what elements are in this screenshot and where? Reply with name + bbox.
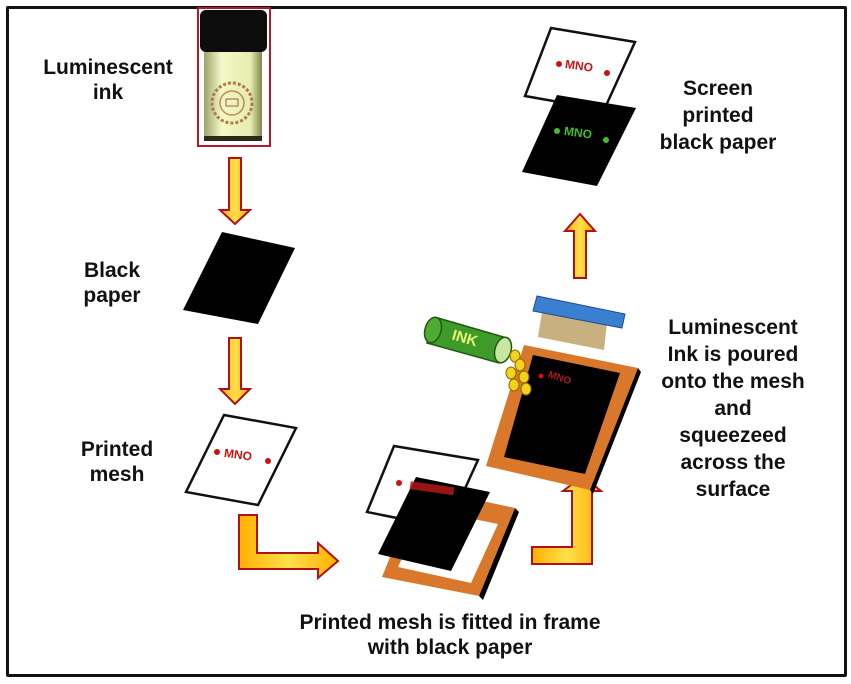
- squeegee-icon: [532, 295, 626, 329]
- label-fitted-frame: Printed mesh is fitted in frame with bla…: [250, 610, 650, 660]
- fitted-black-paper: [378, 477, 490, 571]
- label-line: Printed: [80, 438, 154, 461]
- ink-vial-photo: [197, 7, 271, 147]
- label-line: Printed mesh is fitted in frame: [299, 611, 601, 634]
- label-line: ink: [92, 81, 124, 104]
- result-black-paper: [522, 95, 636, 186]
- mesh-mark-text: MNO: [223, 446, 253, 464]
- vial-cap-icon: [200, 10, 267, 52]
- label-line: printed: [682, 104, 754, 127]
- arrow-right-bent: [238, 514, 340, 581]
- label-screen-printed: Screen printed black paper: [638, 75, 798, 156]
- label-black-paper: Black paper: [62, 258, 162, 308]
- frame-black-paper: [504, 355, 620, 474]
- label-printed-mesh: Printed mesh: [62, 437, 172, 487]
- label-line: Black: [83, 259, 141, 282]
- label-line: squeezeed: [679, 424, 787, 447]
- black-paper-sheet: [183, 232, 295, 324]
- label-line: onto the mesh: [661, 370, 805, 393]
- arrow-up: [562, 212, 598, 279]
- label-line: across the: [680, 451, 786, 474]
- label-line: Luminescent: [43, 56, 173, 79]
- arrow-down-2: [217, 337, 253, 406]
- label-line: paper: [83, 284, 141, 307]
- result-white-mark: MNO: [564, 57, 594, 75]
- label-line: black paper: [659, 131, 777, 154]
- arrow-down-1: [217, 157, 253, 226]
- label-line: Luminescent: [668, 316, 798, 339]
- label-line: mesh: [89, 463, 145, 486]
- label-line: Screen: [682, 77, 754, 100]
- label-line: with black paper: [367, 636, 533, 659]
- result-sheets: MNO MNO: [522, 26, 637, 186]
- ink-can-label: INK: [450, 327, 480, 351]
- label-line: Ink is poured: [667, 343, 799, 366]
- pouring-scene: MNO INK: [423, 295, 641, 494]
- label-pouring: Luminescent Ink is poured onto the mesh …: [638, 314, 828, 503]
- label-line: and: [714, 397, 752, 420]
- result-black-mark: MNO: [563, 124, 593, 142]
- fitted-frame-assembly: [365, 444, 519, 600]
- label-line: surface: [695, 478, 771, 501]
- ink-drops-icon: [505, 349, 532, 396]
- ink-can-icon: INK: [423, 316, 513, 364]
- vial-emblem-icon: [210, 81, 254, 125]
- label-luminescent-ink: Luminescent ink: [18, 55, 198, 105]
- printed-mesh-sheet: MNO: [184, 413, 298, 507]
